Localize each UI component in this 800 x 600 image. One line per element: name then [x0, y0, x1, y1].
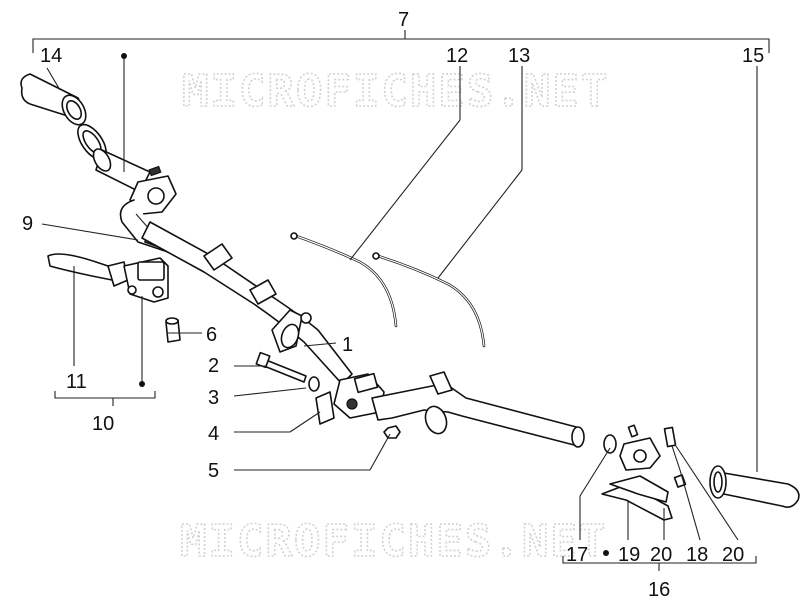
callout-1: 1 — [342, 334, 353, 356]
marker-dot-16 — [603, 550, 609, 556]
right-clamp — [619, 437, 661, 471]
callout-11: 11 — [66, 371, 87, 393]
marker-dot-10 — [139, 381, 145, 387]
callout-6: 6 — [206, 324, 217, 346]
marker-dot-top — [121, 53, 127, 59]
bracket-10 — [54, 391, 156, 406]
pin-6 — [165, 317, 181, 343]
screw-18 — [663, 426, 677, 448]
bracket-16 — [562, 556, 757, 571]
left-brake-lever — [47, 253, 129, 287]
master-cylinder — [123, 257, 169, 303]
callout-20-second: 20 — [722, 544, 744, 566]
callout-4: 4 — [208, 423, 219, 445]
handlebar — [141, 221, 585, 448]
callout-3: 3 — [208, 387, 219, 409]
callout-14: 14 — [40, 45, 62, 67]
cable-12 — [290, 232, 398, 328]
callout-16: 16 — [648, 579, 670, 600]
bracket-4 — [315, 391, 335, 425]
throttle-housing — [129, 165, 177, 215]
washer-3 — [308, 376, 320, 392]
watermark-bottom: MICROFICHES.NET — [180, 516, 607, 567]
callout-17: 17 — [566, 544, 588, 566]
callout-10: 10 — [92, 413, 114, 435]
watermark-top: MICROFICHES.NET — [182, 66, 609, 117]
screw-20 — [627, 424, 687, 488]
callout-2: 2 — [208, 355, 219, 377]
bolt-2 — [255, 351, 307, 383]
bushing — [603, 434, 617, 454]
right-lever-19 — [609, 475, 669, 503]
bracket-7 — [32, 30, 770, 53]
left-grip — [20, 73, 87, 126]
callout-19: 19 — [618, 544, 640, 566]
leader-lines — [41, 58, 758, 541]
callout-13: 13 — [508, 45, 530, 67]
callout-20-first: 20 — [650, 544, 672, 566]
callout-9: 9 — [22, 213, 33, 235]
cable-13 — [372, 252, 486, 348]
callout-15: 15 — [742, 45, 764, 67]
callout-7: 7 — [398, 9, 409, 31]
right-grip — [709, 465, 800, 508]
nut-5 — [383, 425, 401, 439]
callout-12: 12 — [446, 45, 468, 67]
callout-5: 5 — [208, 460, 219, 482]
callout-18: 18 — [686, 544, 708, 566]
